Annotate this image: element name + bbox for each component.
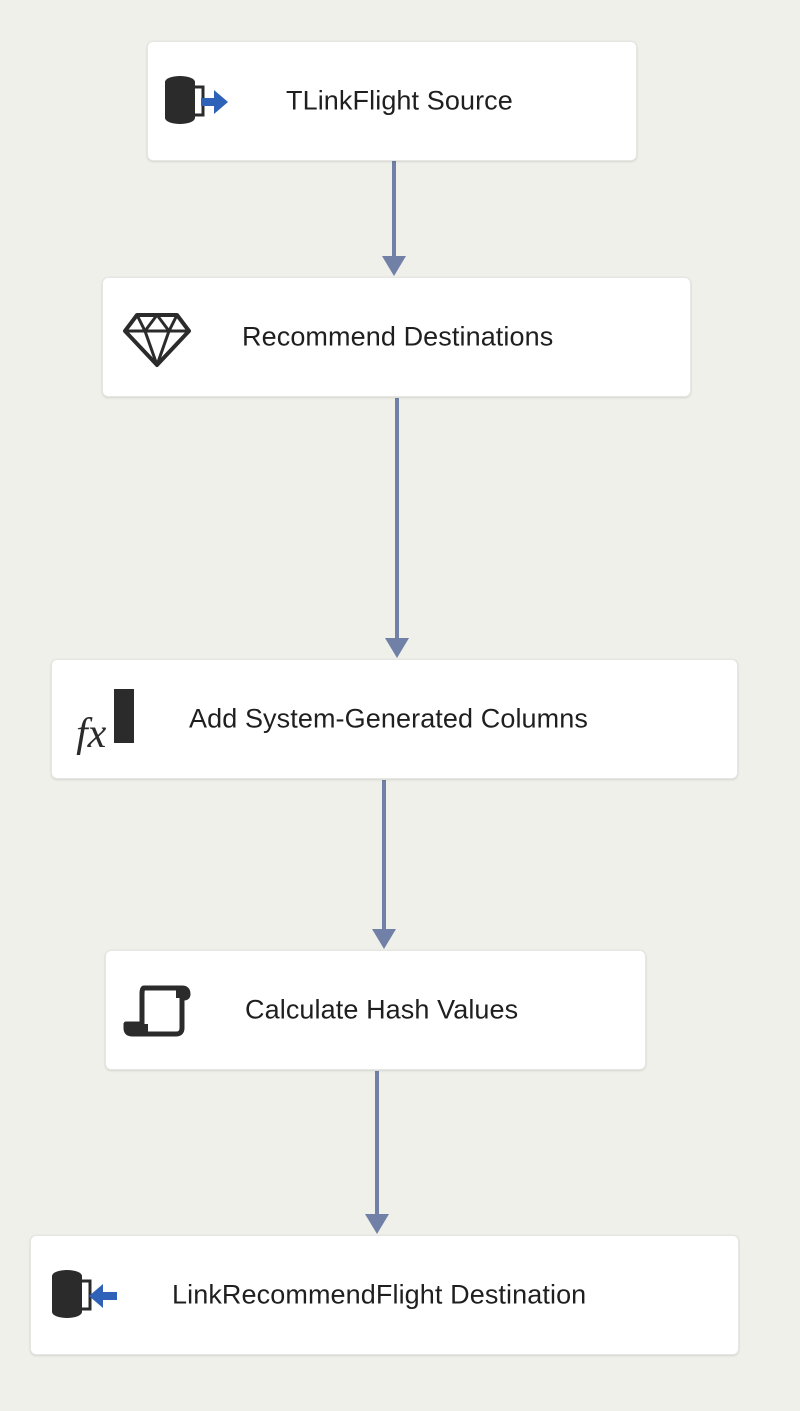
node-linkrecommendflight-destination[interactable]: LinkRecommendFlight Destination [30,1235,739,1355]
connector-add-columns-to-hash[interactable] [372,780,396,949]
node-calculate-hash-values[interactable]: Calculate Hash Values [105,950,646,1070]
diamond-icon [121,301,193,373]
node-recommend-destinations[interactable]: Recommend Destinations [102,277,691,397]
node-label: Calculate Hash Values [245,994,519,1025]
node-add-system-generated-columns[interactable]: fx Add System-Generated Columns [51,659,738,779]
script-component-icon [122,974,194,1046]
connector-source-to-recommend[interactable] [382,161,406,276]
node-label: LinkRecommendFlight Destination [172,1279,587,1310]
connector-recommend-to-add-columns[interactable] [385,398,409,658]
database-source-icon [160,65,232,137]
node-label: TLinkFlight Source [286,85,513,116]
node-label: Recommend Destinations [242,321,554,352]
svg-text:fx: fx [76,711,107,755]
node-label: Add System-Generated Columns [189,703,588,734]
connector-hash-to-destination[interactable] [365,1071,389,1234]
fx-derived-column-icon: fx [70,683,142,755]
database-destination-icon [47,1259,119,1331]
node-tlinkflight-source[interactable]: TLinkFlight Source [147,41,637,161]
